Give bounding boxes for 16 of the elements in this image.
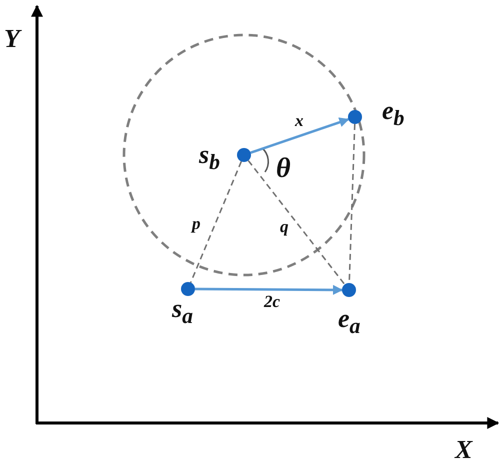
dashed-line [190, 161, 242, 283]
arrow [250, 117, 350, 154]
point-label: e$_{b}$ [382, 98, 404, 130]
angle-label: θ [276, 155, 291, 183]
arrow [195, 284, 343, 295]
point-marker [181, 282, 195, 296]
point-marker [237, 148, 251, 162]
point-label: e$_{a}$ [338, 306, 360, 338]
axis-label: Y [4, 26, 20, 52]
point-label: s$_{b}$ [199, 142, 220, 174]
edge-label: 2c [264, 293, 280, 310]
axis-label: X [455, 437, 472, 463]
point-label: s$_{a}$ [172, 296, 193, 328]
point-marker [342, 283, 356, 297]
point-marker [348, 110, 362, 124]
dashed-line [248, 160, 346, 285]
